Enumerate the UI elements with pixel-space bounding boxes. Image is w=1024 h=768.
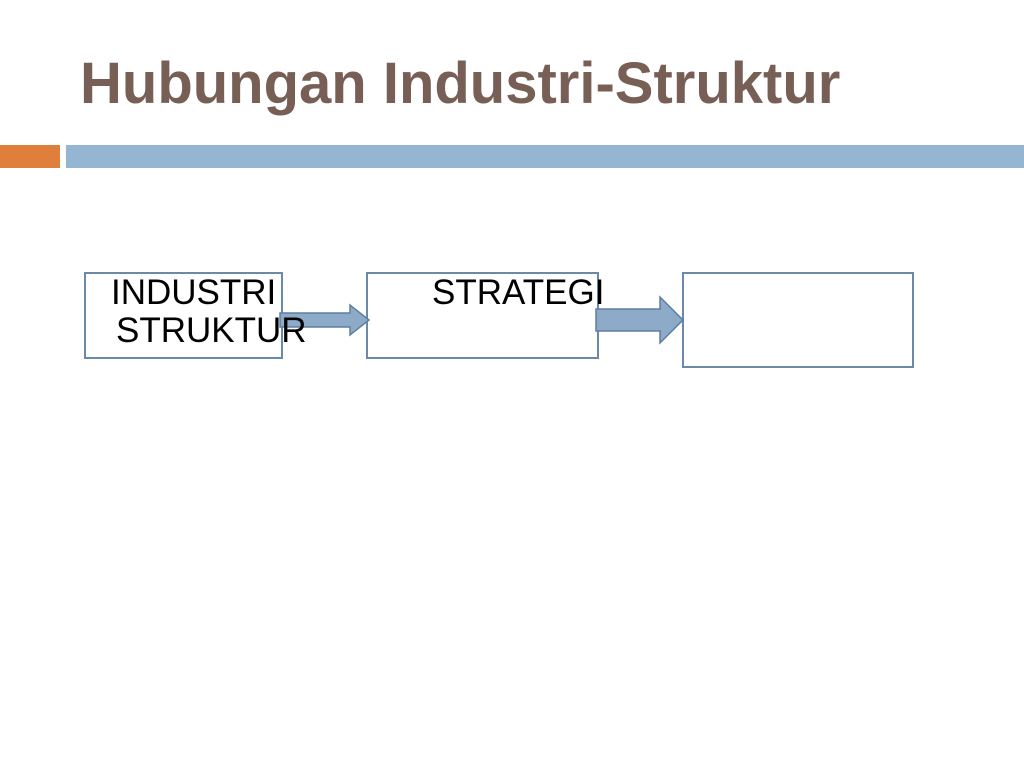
node-label-industri: INDUSTRI (111, 273, 277, 312)
node-box-empty (682, 272, 914, 368)
node-box-strategi (366, 272, 599, 359)
slide-title: Hubungan Industri-Struktur (80, 51, 841, 116)
accent-bar-blue (66, 145, 1024, 168)
accent-bar-orange (0, 145, 60, 168)
right-arrow-icon (595, 295, 685, 345)
node-box-industri-struktur (84, 272, 283, 359)
node-label-struktur: STRUKTUR (116, 311, 307, 350)
node-label-strategi: STRATEGI (432, 273, 605, 312)
right-arrow-icon (279, 303, 371, 337)
